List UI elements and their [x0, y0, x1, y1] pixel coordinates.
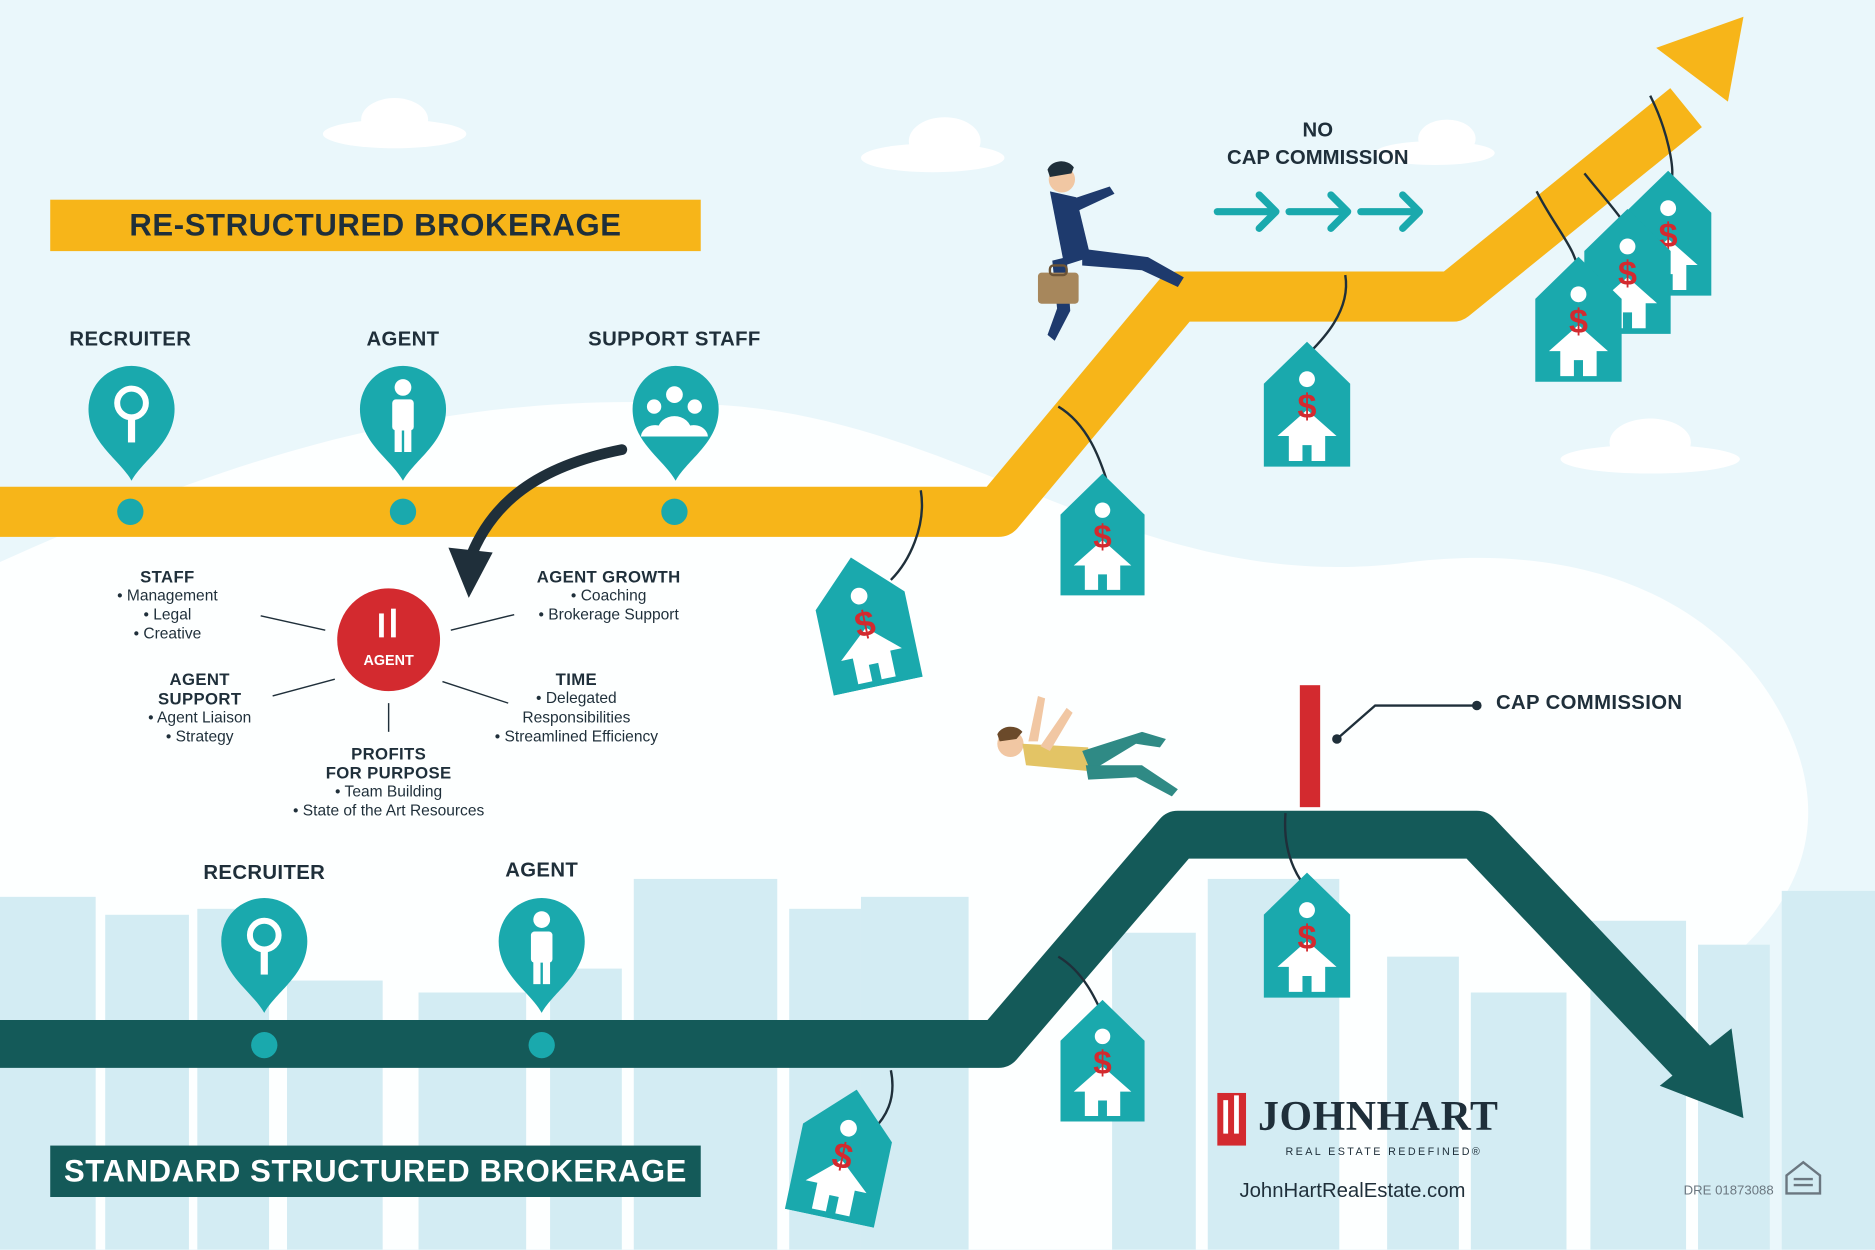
recruiter-pin-icon	[88, 365, 175, 481]
agent-pin-icon	[359, 365, 447, 481]
agent-growth-heading: AGENT GROWTH	[536, 566, 681, 586]
agent-label: AGENT	[366, 327, 440, 351]
agent-support-item: Strategy	[148, 727, 251, 746]
staff-item: Management	[117, 586, 218, 605]
agent-hub	[337, 588, 441, 692]
cap-barrier	[1299, 685, 1321, 808]
agent-label-bottom: AGENT	[505, 858, 579, 882]
logo-tagline: REAL ESTATE REDEFINED®	[1285, 1145, 1483, 1158]
standard-brokerage-banner: STANDARD STRUCTURED BROKERAGE	[50, 1145, 701, 1197]
falling-man-illustration	[997, 695, 1178, 797]
agent-growth-item: Brokerage Support	[537, 605, 681, 624]
recruiter-label-bottom: RECRUITER	[203, 860, 326, 884]
time-item: Streamlined Efficiency	[495, 727, 659, 746]
support-staff-pin-icon	[632, 365, 719, 481]
agent-hub-label: AGENT	[363, 651, 414, 669]
no-cap-arrows	[1213, 191, 1424, 232]
recruiter-pin-icon-bottom	[221, 898, 308, 1013]
profits-item: Team Building	[293, 782, 484, 801]
restructured-brokerage-banner: RE-STRUCTURED BROKERAGE	[50, 199, 701, 252]
curved-arrow	[463, 444, 628, 568]
agent-growth-item: Coaching	[537, 586, 681, 605]
website-link[interactable]: JohnHartRealEstate.com	[1239, 1179, 1466, 1202]
cap-commission-label: CAP COMMISSION	[1495, 691, 1683, 714]
dre-license: DRE 01873088	[1683, 1183, 1774, 1199]
support-staff-label: SUPPORT STAFF	[588, 327, 761, 351]
profits-heading: FOR PURPOSE	[325, 762, 452, 783]
agent-support-heading: SUPPORT	[157, 688, 242, 708]
staff-item: Legal	[117, 605, 218, 624]
time-benefit: TIME Delegated Responsibilities Streamli…	[495, 669, 659, 747]
no-cap-commission-label: NO CAP COMMISSION	[1227, 116, 1408, 171]
clouds	[322, 98, 1740, 474]
recruiter-label: RECRUITER	[69, 327, 192, 351]
logo-wordmark: JOHNHART	[1257, 1092, 1499, 1140]
time-item: Delegated	[495, 689, 658, 708]
staff-benefit: STAFF Management Legal Creative	[117, 567, 218, 644]
profits-item: State of the Art Resources	[293, 801, 484, 820]
time-heading: TIME	[555, 669, 598, 689]
falling-arrowhead	[1659, 1028, 1744, 1119]
profits-heading: PROFITS	[351, 743, 427, 763]
equal-housing-icon	[1785, 1160, 1822, 1195]
agent-support-item: Agent Liaison	[148, 708, 251, 727]
staff-item: Creative	[117, 624, 218, 643]
rising-arrowhead	[1656, 16, 1744, 102]
johnhart-logo-icon	[1217, 1092, 1247, 1146]
staff-heading: STAFF	[140, 566, 195, 586]
agent-support-benefit: AGENT SUPPORT Agent Liaison Strategy	[148, 670, 251, 747]
agent-support-heading: AGENT	[169, 669, 230, 689]
cap-pointer-line	[1336, 704, 1477, 740]
agent-growth-benefit: AGENT GROWTH Coaching Brokerage Support	[537, 567, 681, 624]
businessman-running-illustration	[1037, 161, 1184, 341]
time-item: Responsibilities	[522, 707, 631, 726]
agent-pin-icon-bottom	[498, 898, 585, 1013]
no-cap-line1: NO	[1302, 118, 1334, 142]
timeline-dots	[117, 498, 688, 1059]
standard-brokerage-path	[0, 810, 1716, 1085]
no-cap-line2: CAP COMMISSION	[1227, 145, 1409, 169]
profits-benefit: PROFITS FOR PURPOSE Team Building State …	[293, 744, 484, 821]
